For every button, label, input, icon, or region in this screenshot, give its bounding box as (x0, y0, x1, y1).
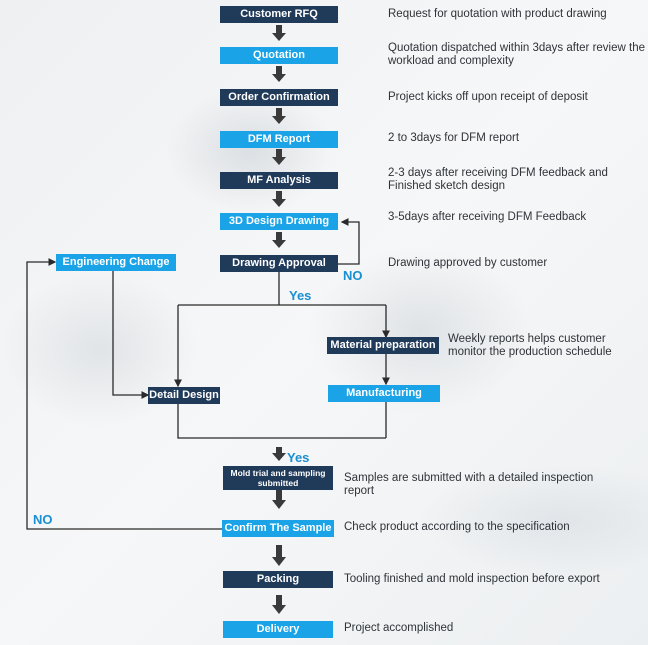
down-arrow-1 (272, 25, 286, 41)
confirm-sample-box: Confirm The Sample (222, 520, 334, 537)
drawing-approval-desc: Drawing approved by customer (388, 257, 548, 269)
quotation-box: Quotation (220, 47, 338, 64)
mf-analysis-desc: 2-3 days after receiving DFM feedback an… (388, 167, 608, 192)
detail-design-box: Detail Design (148, 387, 220, 404)
order-confirmation-box: Order Confirmation (220, 89, 338, 106)
dfm-report-box: DFM Report (220, 131, 338, 148)
down-arrow-2 (272, 66, 286, 82)
no-sample-label: NO (33, 512, 53, 527)
delivery-desc: Project accomplished (344, 622, 454, 634)
customer-rfq-box: Customer RFQ (220, 6, 338, 23)
no-sample-loop-line (26, 258, 222, 530)
no-approval-label: NO (343, 268, 363, 283)
3d-design-drawing-box: 3D Design Drawing (220, 213, 338, 230)
down-arrow-4 (272, 149, 286, 165)
manufacturing-box: Manufacturing (328, 385, 440, 402)
mf-analysis-box: MF Analysis (220, 172, 338, 189)
detail-down-line (177, 404, 386, 439)
yes-approval-label: Yes (289, 288, 312, 303)
material-preparation-desc: Weekly reports helps customer monitor th… (448, 333, 612, 358)
3d-design-desc: 3-5days after receiving DFM Feedback (388, 211, 587, 223)
dfm-report-desc: 2 to 3days for DFM report (388, 132, 520, 144)
confirm-sample-desc: Check product according to the specifica… (344, 521, 570, 533)
main-down-arrows (272, 25, 286, 614)
down-arrow-8 (272, 490, 286, 509)
yes-trial-label: Yes (287, 450, 310, 465)
order-confirmation-desc: Project kicks off upon receipt of deposi… (388, 91, 588, 103)
mold-trial-box: Mold trial and sampling submitted (223, 466, 333, 490)
packing-desc: Tooling finished and mold inspection bef… (344, 573, 600, 585)
down-arrow-9 (272, 545, 286, 566)
no-loop-line (337, 218, 360, 265)
quotation-desc: Quotation dispatched within 3days after … (388, 42, 645, 67)
down-arrow-10 (272, 595, 286, 614)
down-arrow-3 (272, 108, 286, 124)
delivery-box: Delivery (223, 621, 333, 638)
drawing-approval-box: Drawing Approval (220, 255, 338, 272)
down-arrow-5 (272, 191, 286, 207)
engineering-to-detail-line (112, 271, 150, 399)
engineering-change-box: Engineering Change (56, 254, 176, 271)
packing-box: Packing (223, 571, 333, 588)
material-preparation-box: Material preparation (327, 337, 439, 354)
customer-rfq-desc: Request for quotation with product drawi… (388, 8, 607, 20)
mold-trial-desc: Samples are submitted with a detailed in… (344, 472, 594, 497)
down-arrow-6 (272, 232, 286, 248)
down-arrow-7 (272, 447, 286, 461)
